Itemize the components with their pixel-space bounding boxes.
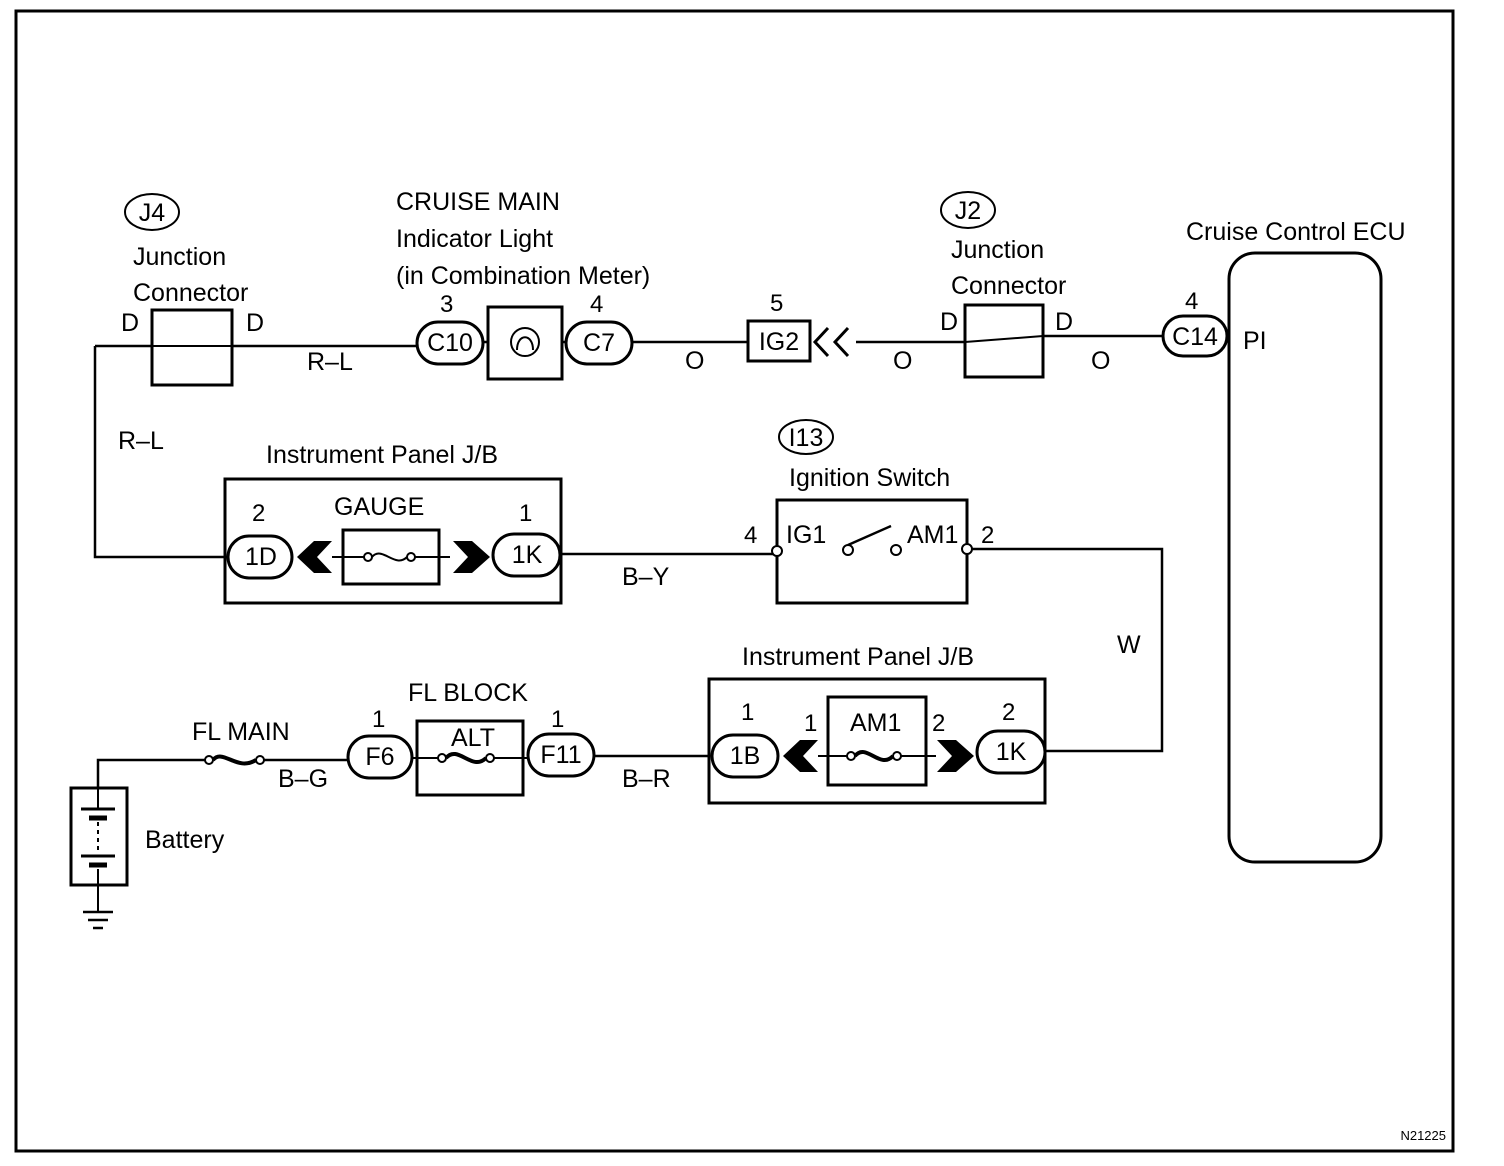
figure-id: N21225 [1400,1128,1446,1143]
c14-label: C14 [1172,323,1218,351]
ignition-box [775,498,969,605]
ignition-term-ig1: IG1 [786,521,826,549]
upper-1k-label: 1K [512,541,543,569]
upper-1k-terminal-icon [453,541,490,573]
c7-pin: 4 [590,291,603,318]
wire-label-br: B–R [622,765,671,793]
wire-rl-side [93,346,228,559]
alt-fuse-icon [412,752,528,765]
lower-1b-connector [710,733,780,779]
ignition-switch-icon [771,524,973,557]
wire-label-rl-side: R–L [118,427,164,455]
lower-1k-pin: 2 [1002,699,1015,726]
ignition-pin-left: 4 [744,522,757,549]
ipjb-upper-box [223,477,563,605]
ignition-name: Ignition Switch [789,464,950,492]
wire-label-bg: B–G [278,765,328,793]
j2-code: J2 [955,197,981,225]
fl-block-fuse-name: ALT [451,724,495,752]
ground-icon [83,885,113,930]
ipjb-upper-name: Instrument Panel J/B [266,441,498,469]
i13-code-circle [778,419,834,455]
ecu-box [1227,251,1383,864]
j2-name-line1: Junction [951,236,1044,264]
f11-connector [526,732,596,778]
j2-pin-right: D [1055,308,1073,336]
ig2-label: IG2 [759,328,799,356]
ipjb-upper-fuse-name: GAUGE [334,493,424,521]
f11-label: F11 [540,741,581,769]
cruise-main-line3: (in Combination Meter) [396,262,650,290]
battery-name: Battery [145,826,225,854]
lower-1b-pin: 1 [741,699,754,726]
fl-block-name: FL BLOCK [408,679,528,707]
lower-am1-fuse-name: AM1 [850,709,901,737]
wire-label-o-2: O [893,347,912,375]
am1-fuse-box [826,695,928,787]
j4-connector-box [150,308,234,387]
j2-code-circle [940,191,996,229]
upper-1k-connector [491,532,562,578]
j4-code-circle [124,193,180,231]
i13-code: I13 [789,424,824,452]
c14-connector [1161,314,1229,358]
fl-main-name: FL MAIN [192,718,290,746]
gauge-fuse-icon [332,552,450,562]
j4-name-line1: Junction [133,243,226,271]
lower-1k-terminal-icon [937,740,974,772]
f6-label: F6 [365,743,394,771]
ignition-term-am1: AM1 [907,521,958,549]
j2-bus [964,335,1044,343]
lower-1k-connector [975,729,1047,775]
lower-am1-pin-right: 2 [932,710,945,737]
wire-label-by: B–Y [622,563,670,591]
c10-connector [415,320,485,366]
upper-1k-pin: 1 [519,500,532,527]
indicator-lamp-box [486,305,564,381]
ecu-name: Cruise Control ECU [1186,218,1406,246]
j4-pin-left: D [121,309,139,337]
upper-1d-terminal-icon [297,541,332,573]
j4-code: J4 [139,199,166,227]
upper-1d-label: 1D [245,543,277,571]
c14-pin: 4 [1185,288,1198,315]
ignition-pin-right: 2 [981,522,994,549]
j4-pin-right: D [246,309,264,337]
wire-label-o-3: O [1091,347,1110,375]
c7-label: C7 [583,329,615,357]
lower-1k-label: 1K [996,738,1027,766]
lamp-icon [510,327,540,357]
ipjb-lower-box [707,677,1047,805]
ig2-male-terminal-icon [812,326,850,358]
ig2-connector-box [746,319,812,363]
c7-connector [564,320,634,366]
wire-battery [96,758,205,788]
upper-1d-connector [226,534,294,580]
diagram-frame [14,9,1455,1153]
wire-label-o-1: O [685,347,704,375]
c10-pin: 3 [440,291,453,318]
wire-label-w: W [1117,631,1141,659]
j4-name-line2: Connector [133,279,248,307]
lower-1b-label: 1B [730,742,761,770]
lower-am1-pin-left: 1 [804,710,817,737]
f11-pin: 1 [551,706,564,733]
ipjb-lower-name: Instrument Panel J/B [742,643,974,671]
cruise-main-line2: Indicator Light [396,225,553,253]
wire-w [967,547,1164,753]
am1-fuse-icon [818,750,936,763]
battery-icon [81,788,115,885]
c10-label: C10 [427,329,473,357]
cruise-main-line1: CRUISE MAIN [396,188,560,216]
upper-1d-pin: 2 [252,500,265,527]
j2-pin-left: D [940,308,958,336]
ig2-pin: 5 [770,290,783,317]
lower-1b-terminal-icon [783,740,818,772]
wire-label-rl-top: R–L [307,348,353,376]
fl-main-fusible-link-icon [204,754,265,766]
ecu-terminal-pi: PI [1243,327,1267,355]
j2-name-line2: Connector [951,272,1066,300]
f6-pin: 1 [372,706,385,733]
